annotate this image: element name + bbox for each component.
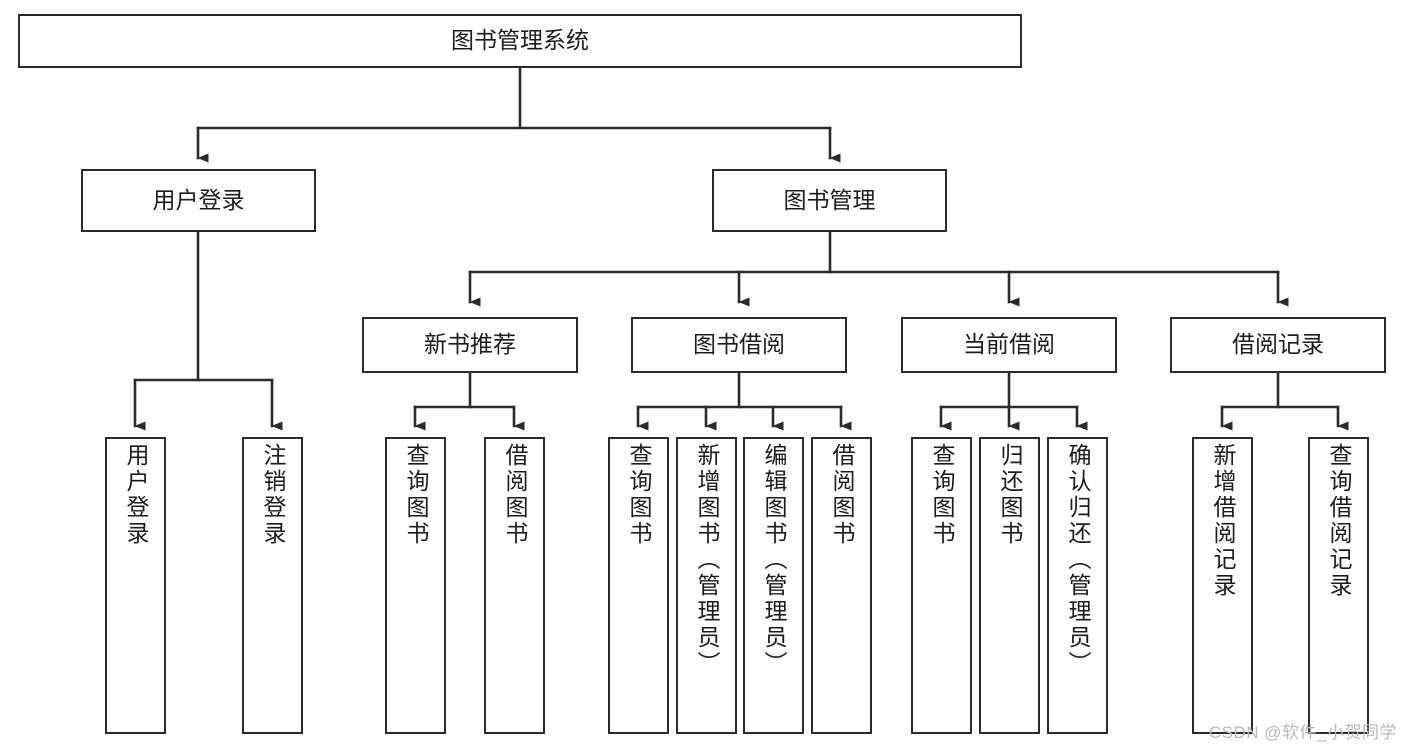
node-borrow-record[interactable]: 借阅记录 — [1170, 317, 1386, 373]
node-label: 用户登录 — [152, 186, 245, 213]
node-leaf-borrow-book-1[interactable]: 借阅图书 — [484, 437, 545, 734]
node-label: 用户登录 — [123, 443, 149, 547]
node-leaf-query-book-1[interactable]: 查询图书 — [385, 437, 446, 734]
node-leaf-return-book[interactable]: 归还图书 — [979, 437, 1040, 734]
node-book-borrow[interactable]: 图书借阅 — [631, 317, 847, 373]
node-leaf-confirm-return[interactable]: 确认归还（管理员） — [1047, 437, 1108, 734]
node-book-management[interactable]: 图书管理 — [712, 169, 947, 232]
node-label: 新增图书（管理员） — [694, 443, 720, 677]
node-leaf-borrow-book-2[interactable]: 借阅图书 — [811, 437, 872, 734]
watermark-text: CSDN @软件_小贺同学 — [1208, 723, 1397, 742]
node-label: 借阅记录 — [1232, 331, 1324, 358]
node-leaf-query-book-3[interactable]: 查询图书 — [911, 437, 972, 734]
node-label: 确认归还（管理员） — [1065, 443, 1091, 677]
node-label: 图书借阅 — [693, 331, 785, 358]
node-label: 归还图书 — [997, 443, 1023, 547]
node-label: 查询借阅记录 — [1326, 443, 1352, 599]
node-label: 查询图书 — [403, 443, 429, 547]
node-leaf-user-login[interactable]: 用户登录 — [105, 437, 166, 734]
node-new-book-recommend[interactable]: 新书推荐 — [362, 317, 578, 373]
node-leaf-query-book-2[interactable]: 查询图书 — [608, 437, 669, 734]
node-label: 新增借阅记录 — [1210, 443, 1236, 599]
node-label: 借阅图书 — [829, 443, 855, 547]
node-label: 图书管理系统 — [451, 27, 589, 54]
node-label: 图书管理 — [783, 186, 876, 213]
node-user-login[interactable]: 用户登录 — [81, 169, 316, 232]
node-leaf-edit-book[interactable]: 编辑图书（管理员） — [743, 437, 804, 734]
node-leaf-query-record[interactable]: 查询借阅记录 — [1308, 437, 1369, 734]
node-label: 注销登录 — [260, 443, 286, 547]
node-root[interactable]: 图书管理系统 — [18, 14, 1022, 68]
node-label: 编辑图书（管理员） — [761, 443, 787, 677]
node-leaf-add-book[interactable]: 新增图书（管理员） — [676, 437, 737, 734]
node-label: 新书推荐 — [424, 331, 516, 358]
node-label: 查询图书 — [929, 443, 955, 547]
node-label: 查询图书 — [626, 443, 652, 547]
node-leaf-logout-login[interactable]: 注销登录 — [242, 437, 303, 734]
node-label: 借阅图书 — [502, 443, 528, 547]
node-leaf-add-record[interactable]: 新增借阅记录 — [1192, 437, 1253, 734]
node-current-borrow[interactable]: 当前借阅 — [901, 317, 1117, 373]
node-label: 当前借阅 — [963, 331, 1055, 358]
